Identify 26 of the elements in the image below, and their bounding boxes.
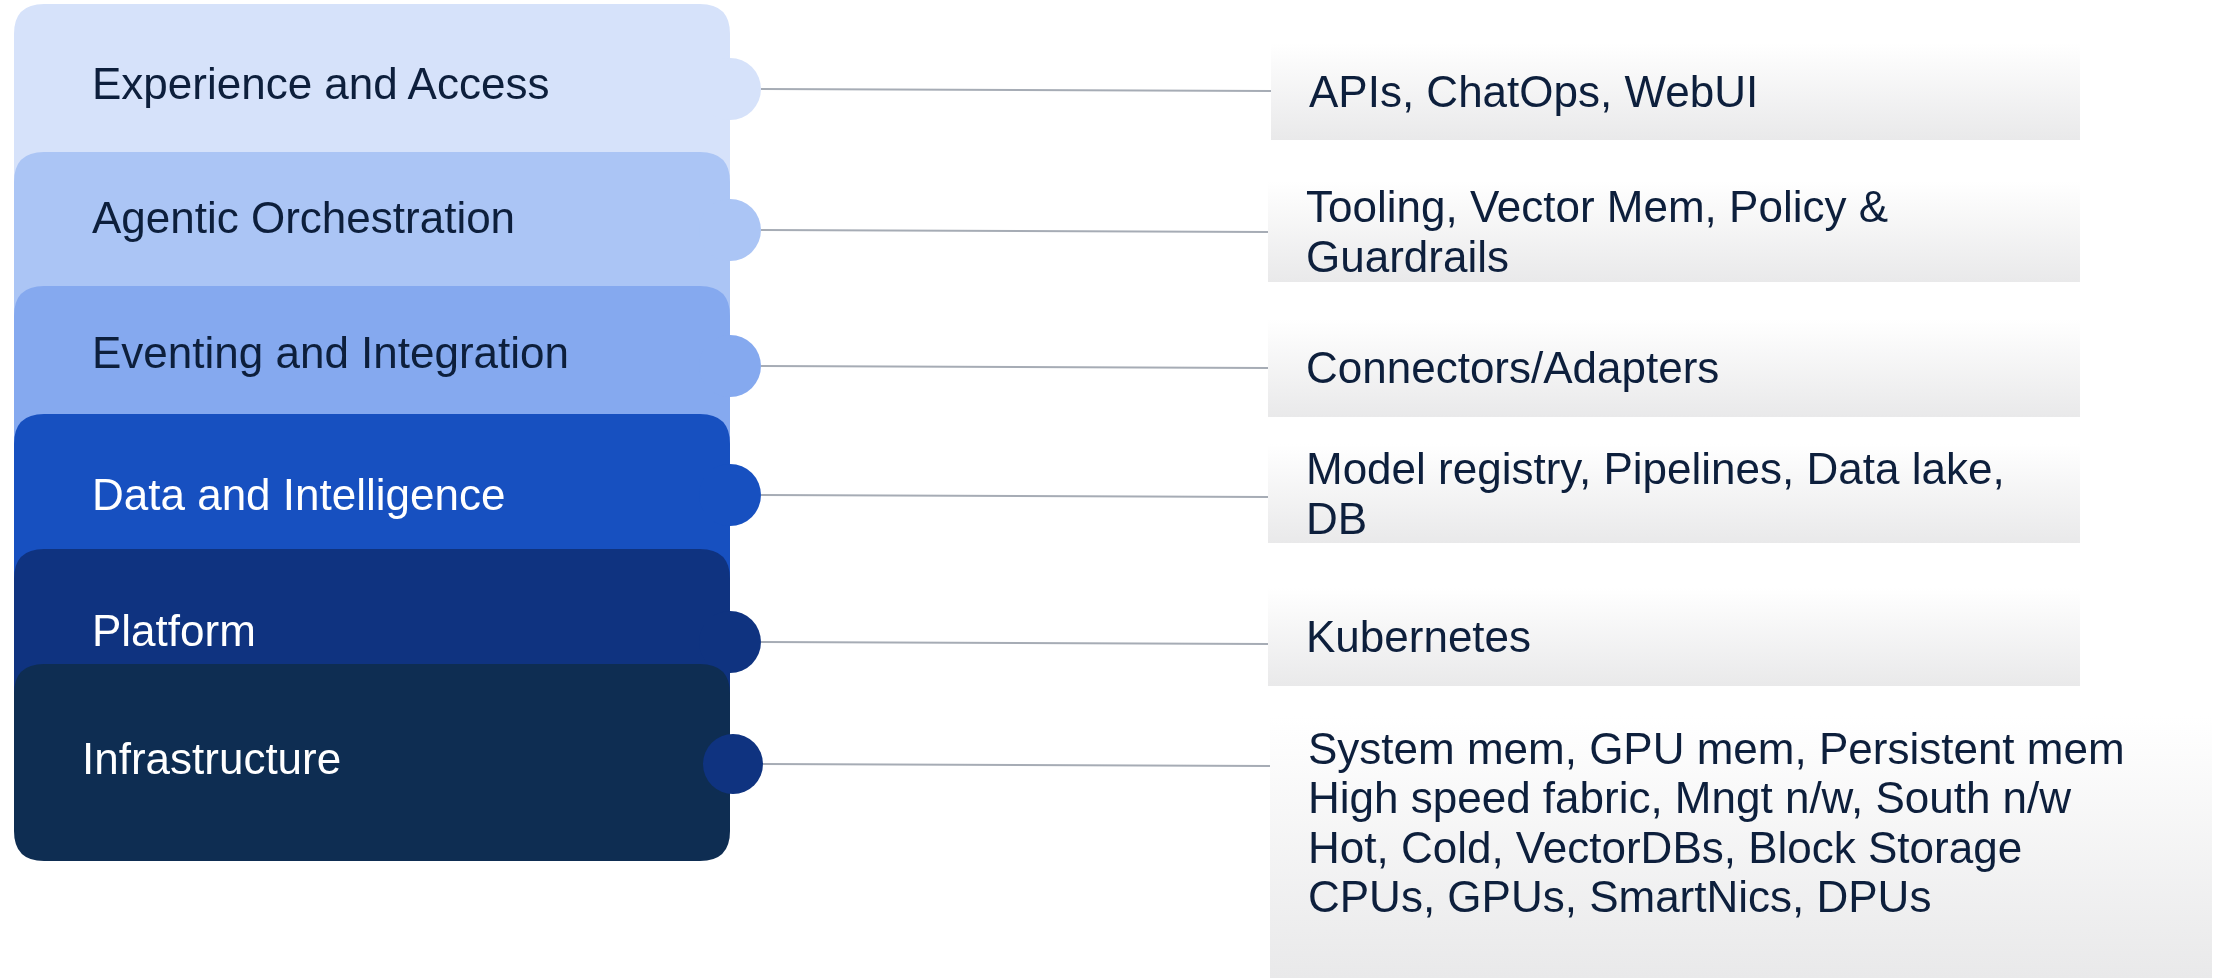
layer-label: Experience and Access [92,59,550,109]
detail-text: Connectors/Adapters [1306,343,1721,393]
connector-line [762,763,1271,767]
connector-line [760,641,1269,645]
layer-label: Eventing and Integration [92,328,570,378]
detail-text: High speed fabric, Mngt n/w, South n/w [1308,773,2073,823]
layer-label: Agentic Orchestration [92,193,516,243]
layer-tab [14,4,761,152]
detail-text: System mem, GPU mem, Persistent mem [1308,724,2126,774]
layer-tab [14,414,761,549]
connector-line [760,229,1269,233]
detail-text: Model registry, Pipelines, Data lake, DB [1306,444,2006,543]
detail-text: Tooling, Vector Mem, Policy & Guardrails [1306,182,1889,281]
detail-text: Kubernetes [1306,612,1533,662]
detail-text: CPUs, GPUs, SmartNics, DPUs [1308,871,1932,922]
layer-label: Platform [92,606,256,656]
detail-text: Hot, Cold, VectorDBs, Block Storage [1308,822,2024,872]
detail-text: APIs, ChatOps, WebUI [1309,66,1760,117]
layer-label: Infrastructure [82,734,342,784]
connector-line [760,494,1269,498]
layer-tab [14,152,761,286]
layer-tab [14,664,763,861]
connector-line [760,365,1269,369]
layer-tab [14,286,761,414]
layer-label: Data and Intelligence [92,470,506,520]
connector-line [760,88,1272,92]
